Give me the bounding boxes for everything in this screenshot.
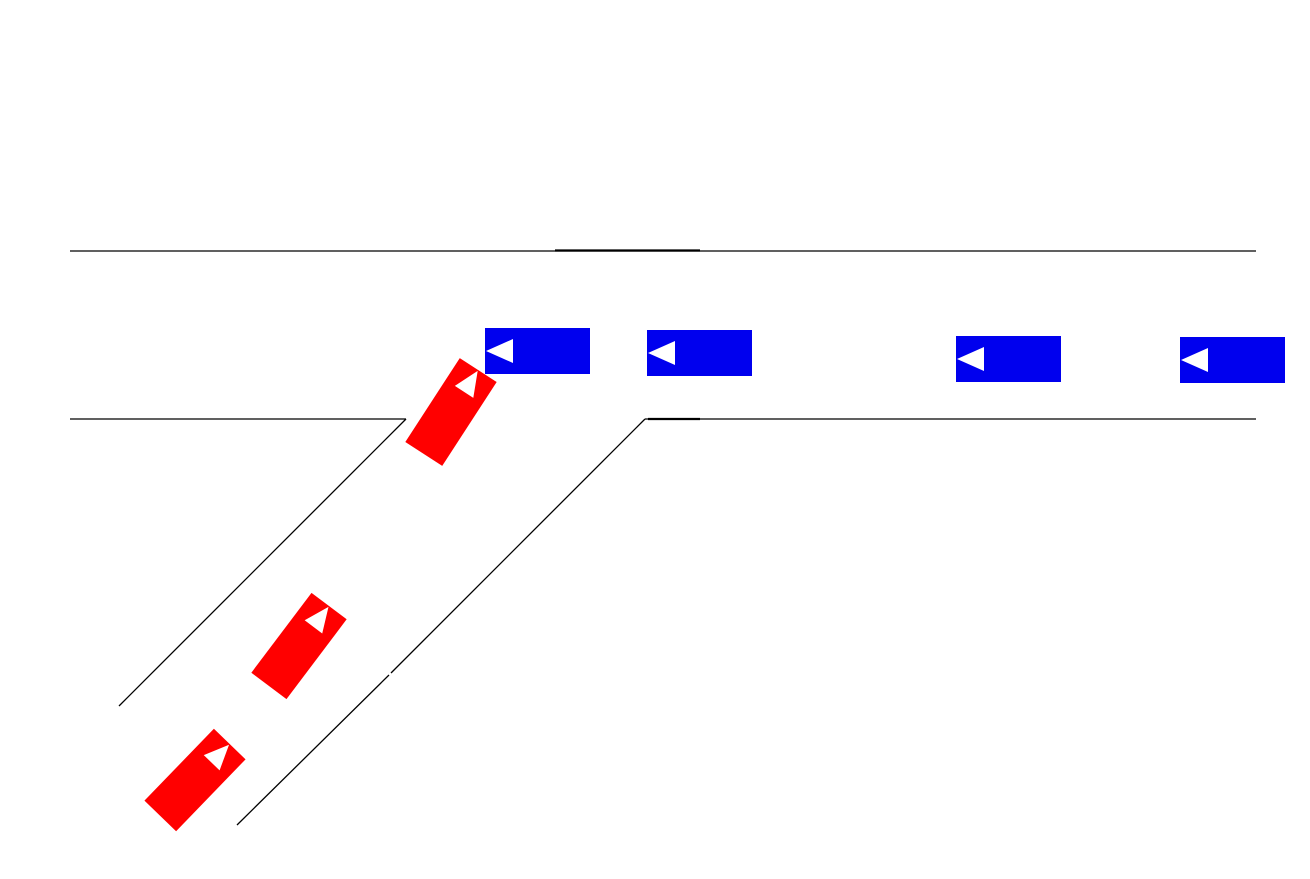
road-edges [70,249,1256,826]
main-road-vehicle [956,336,1061,382]
left-arrow-icon [486,339,513,363]
left-arrow-icon [1181,348,1208,372]
ramp-vehicle [405,358,497,466]
ramp-vehicle [251,592,347,700]
left-arrow-icon [648,341,675,365]
main-road-vehicles [485,328,1285,383]
ramp-vehicle [144,728,246,832]
vehicle-body [405,358,497,466]
main-road-vehicle [1180,337,1285,383]
ramp-vehicles [144,358,497,832]
ramp-left-edge [118,418,407,707]
main-road-vehicle [485,328,590,374]
left-arrow-icon [957,347,984,371]
up-arrow-icon [203,744,230,771]
up-arrow-icon [304,606,329,634]
vehicle-body [144,728,246,832]
ramp-right-edge-lower [236,674,390,826]
main-road-vehicle [647,330,752,376]
vehicle-body [251,592,347,700]
ramp-right-edge-upper [390,418,646,674]
up-arrow-icon [454,370,478,398]
